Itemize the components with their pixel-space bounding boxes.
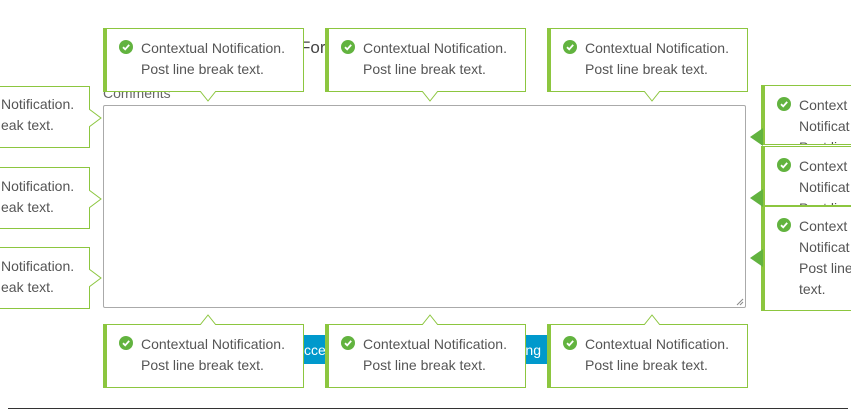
tooltip-arrow [421, 91, 439, 102]
notification-bottom-1: Contextual Notification. Post line break … [103, 324, 304, 388]
notification-left-2: Notification. eak text. [0, 167, 90, 229]
notification-bottom-2: Contextual Notification. Post line break … [325, 324, 526, 388]
notification-text: Contextual Notification. [141, 40, 285, 56]
notification-left-1: Notification. eak text. [0, 86, 90, 148]
notification-subtext: Post line [799, 137, 851, 144]
form-title: Form [300, 38, 330, 57]
notification-text: Context [799, 218, 848, 234]
tooltip-arrow [199, 314, 217, 325]
notification-text: Notification. [1, 258, 75, 274]
check-circle-icon [777, 158, 791, 172]
tooltip-arrow [643, 91, 661, 102]
check-circle-icon [777, 97, 791, 111]
notification-subtext: Post line break text. [363, 357, 486, 373]
check-circle-icon [341, 40, 355, 54]
notification-text: Notificat [799, 239, 850, 255]
tooltip-arrow [750, 249, 763, 267]
notification-text: Contextual Notification. [585, 40, 729, 56]
notification-text: Notificat [799, 179, 850, 195]
tooltip-arrow [89, 268, 102, 288]
notification-text: Context [799, 97, 848, 113]
notification-text: Notificat [799, 118, 850, 134]
tooltip-arrow [643, 314, 661, 325]
tooltip-arrow [89, 189, 102, 209]
notification-left-3: Notification. eak text. [0, 247, 90, 309]
resize-grip-icon[interactable] [736, 298, 744, 306]
notification-text: Contextual Notification. [141, 336, 285, 352]
notification-subtext: eak text. [1, 279, 54, 295]
tooltip-arrow [750, 189, 763, 207]
tooltip-arrow [750, 128, 763, 146]
check-circle-icon [341, 336, 355, 350]
check-circle-icon [563, 40, 577, 54]
check-circle-icon [777, 218, 791, 232]
notification-subtext: Post line [799, 198, 851, 205]
notification-subtext: Post line [799, 260, 851, 276]
notification-subtext: Post line break text. [141, 357, 264, 373]
check-circle-icon [119, 40, 133, 54]
notification-subtext: eak text. [1, 117, 54, 133]
check-circle-icon [563, 336, 577, 350]
notification-subtext: eak text. [1, 199, 54, 215]
notification-top-2: Contextual Notification. Post line break … [325, 28, 526, 92]
notification-text: Notification. [1, 178, 75, 194]
notification-subtext: text. [799, 281, 826, 297]
divider [8, 408, 848, 409]
notification-subtext: Post line break text. [585, 357, 708, 373]
notification-subtext: Post line break text. [363, 61, 486, 77]
notification-text: Contextual Notification. [363, 336, 507, 352]
notification-text: Contextual Notification. [585, 336, 729, 352]
tooltip-arrow [421, 314, 439, 325]
notification-subtext: Post line break text. [141, 61, 264, 77]
notification-top-3: Contextual Notification. Post line break … [547, 28, 748, 92]
notification-text: Context [799, 158, 848, 174]
notification-text: Contextual Notification. [363, 40, 507, 56]
submit-button-label-left: cce [304, 341, 326, 358]
notification-text: Notification. [1, 96, 75, 112]
tooltip-arrow [199, 91, 217, 102]
check-circle-icon [119, 336, 133, 350]
notification-top-1: Contextual Notification. Post line break … [103, 28, 304, 92]
comments-textarea[interactable] [103, 105, 746, 308]
notification-subtext: Post line break text. [585, 61, 708, 77]
notification-bottom-3: Contextual Notification. Post line break … [547, 324, 748, 388]
tooltip-arrow [89, 108, 102, 128]
submit-button-label-right: ng [525, 341, 541, 358]
